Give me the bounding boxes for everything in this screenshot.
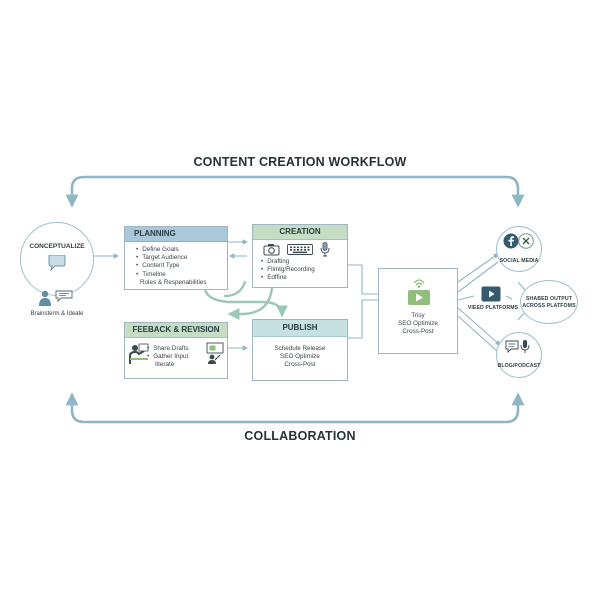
presenter-icon (129, 343, 149, 364)
list-item: Edffine (261, 274, 347, 282)
list-item: Target Audience (136, 254, 227, 262)
feedback-box[interactable]: FEEBACK & REVISION Share Drafts Gather I… (124, 322, 228, 379)
chat-icon (55, 290, 73, 302)
microphone-icon (320, 242, 330, 257)
loop-planning-publish (203, 285, 288, 318)
publish-box[interactable]: PUBLISH Schedule Release SEO Optimize Cr… (252, 319, 348, 381)
planning-title: PLANNING (125, 227, 227, 242)
list-item: Gather Input (147, 353, 189, 361)
list-item: Roles & Respenabilities (140, 278, 207, 286)
list-item: Iiterate (155, 361, 175, 369)
line-creation-to-distribution (348, 264, 378, 295)
person-icon (39, 290, 51, 306)
planning-box[interactable]: PLANNING Define Goals Target Audience Co… (124, 226, 228, 290)
publish-line: SEO Optimize (280, 353, 320, 361)
list-item: Flimtg/Recording (261, 266, 347, 274)
distribution-box[interactable]: Trisy SEO Optimize Cross-Post (378, 268, 458, 354)
keyboard-icon (287, 244, 313, 255)
social-media-node[interactable] (496, 226, 542, 272)
shared-output-node[interactable]: SHABED OUTPUT ACROSS PLATFOMS (520, 280, 578, 324)
camera-icon (263, 244, 280, 256)
distribution-line: SEO Optimize (398, 320, 438, 328)
blog-podcast-node[interactable] (496, 332, 542, 378)
conceptualize-node[interactable]: CONCEPTUALIZE (20, 222, 94, 296)
publish-line: Schedule Release (274, 345, 326, 352)
distribution-line: Trisy (411, 312, 425, 319)
blog-podcast-label: BLOG/PODCAST (497, 363, 541, 369)
loop-creation-feedback (227, 285, 274, 320)
top-loop-arrow (65, 175, 525, 208)
distribution-line: Cross-Post (402, 328, 434, 336)
feedback-title: FEEBACK & REVISION (125, 323, 227, 338)
list-item: Drafting (261, 258, 347, 266)
list-item: Share Drafts (147, 345, 188, 353)
creation-box[interactable]: CREATION Drafting Flimtg/Recording Edffi… (252, 224, 348, 288)
list-item: Define Goals (136, 246, 227, 254)
speech-bubble-icon (48, 255, 66, 271)
video-platforms-label: VIEED PLATFORMS (467, 305, 519, 311)
bottom-loop-arrow (65, 392, 525, 424)
presenter-board-icon (206, 342, 224, 364)
podcast-mic-icon (505, 340, 530, 354)
facebook-icon (503, 233, 519, 249)
conceptualize-caption: Brainsterm & Ideate (30, 311, 84, 317)
list-item: Timeline (136, 271, 227, 279)
publish-title: PUBLISH (253, 320, 347, 337)
collaboration-label: COLLABORATION (244, 429, 356, 443)
line-publish-to-distribution (348, 299, 378, 339)
list-item: Content Type (136, 262, 227, 270)
shared-output-line: ACROSS PLATFOMS (522, 303, 576, 309)
conceptualize-title: CONCEPTUALIZE (29, 243, 85, 250)
social-media-label: SOCIAL MEDIA (499, 258, 539, 264)
x-icon (518, 233, 534, 249)
video-play-icon (481, 286, 501, 302)
diagram-title: CONTENT CREATION WORKFLOW (193, 155, 407, 169)
play-broadcast-icon (408, 279, 430, 305)
shared-output-line: SHABED OUTPUT (526, 296, 572, 302)
publish-line: Cross-Post (284, 361, 316, 369)
creation-title: CREATION (253, 225, 347, 240)
